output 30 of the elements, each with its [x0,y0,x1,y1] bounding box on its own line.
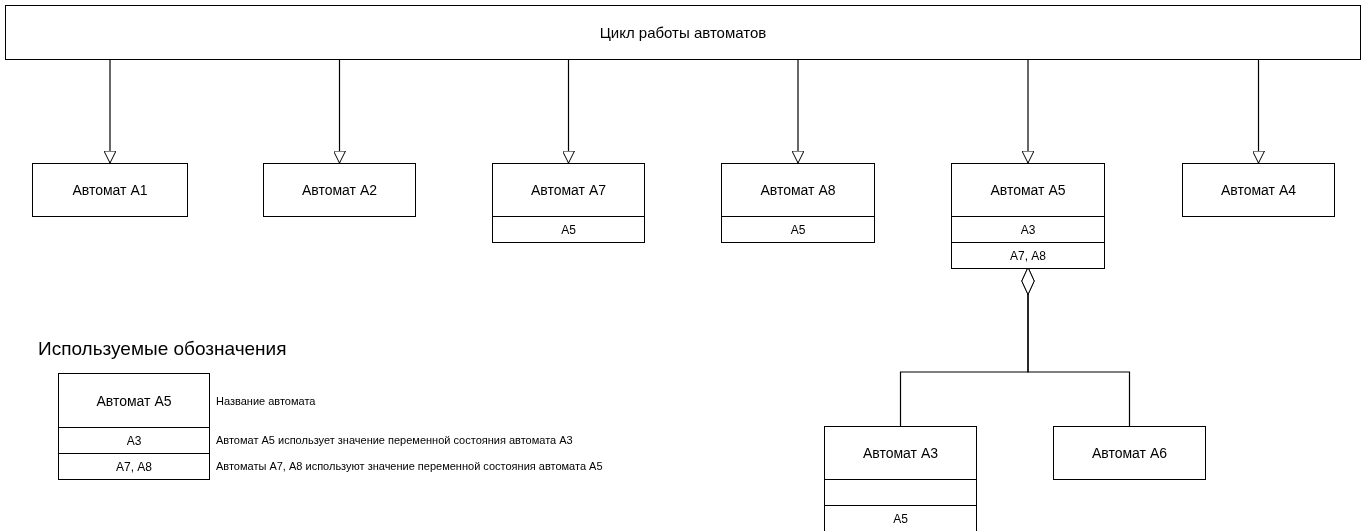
legend-description: Автоматы А7, А8 используют значение переменной состояния автомата А5 [216,460,603,472]
automaton-name: Автомат А5 [990,182,1066,198]
automaton-name: Автомат А6 [1091,445,1167,461]
automaton-name: Автомат А7 [530,182,606,198]
automaton-name: Автомат А5 [96,392,172,409]
dependency-label: А5 [790,222,806,237]
automaton-name: Автомат А1 [72,182,148,198]
legend-description: Автомат А5 использует значение переменной состояния автомата А3 [216,434,573,446]
automaton-box [492,163,645,243]
automaton-box [263,163,416,217]
legend-heading: Используемые обозначения [38,338,287,360]
automaton-name: Автомат А2 [301,182,377,198]
automaton-name: Цикл работы автоматов [599,24,767,41]
dependency-label: А7, А8 [116,459,152,474]
legend-description: Название автомата [216,394,316,407]
automaton-box [951,163,1105,269]
dependency-label: А5 [893,511,908,526]
automaton-box [32,163,188,217]
dependency-label: А7, А8 [1010,248,1046,263]
automaton-box [1053,426,1206,480]
automaton-name: Автомат А8 [760,182,836,198]
automaton-box [721,163,875,243]
automaton-box [824,426,977,531]
dependency-label: А3 [1020,222,1036,237]
automaton-name: Автомат А3 [862,445,938,461]
automaton-box [1182,163,1335,217]
dependency-label: А3 [126,433,142,448]
dependency-label: А5 [561,222,576,237]
automaton-name: Автомат А4 [1220,182,1296,198]
automaton-box [5,5,1361,60]
